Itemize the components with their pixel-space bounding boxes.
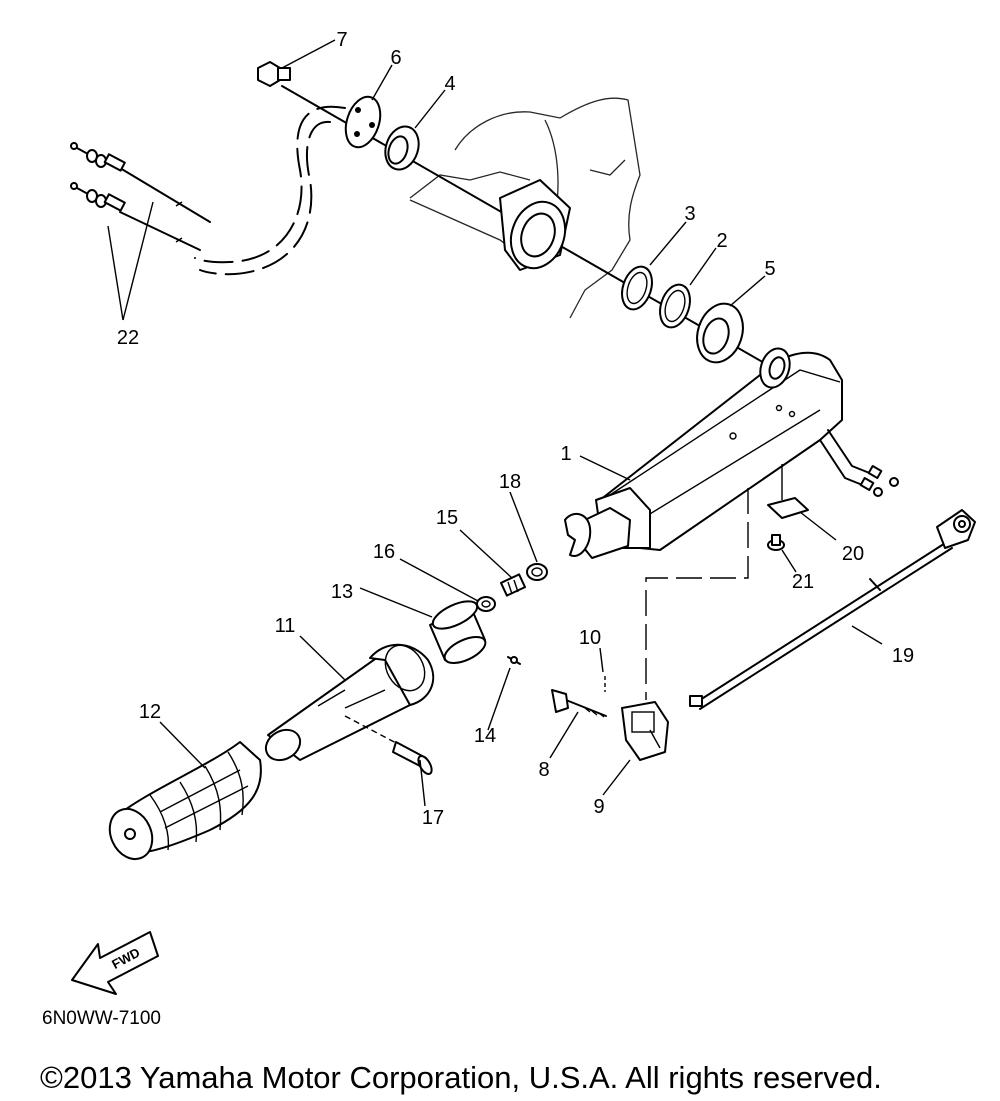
- ring-2: [659, 283, 691, 329]
- callout-20: 20: [842, 543, 864, 565]
- callout-1: 1: [560, 443, 571, 465]
- ring-3: [621, 265, 653, 311]
- throttle-grip: [108, 741, 262, 861]
- forward-direction-arrow: FWD: [71, 931, 159, 995]
- bushing-lower: [696, 302, 744, 364]
- washer-16: [476, 596, 496, 612]
- clamp-9: [621, 701, 669, 761]
- plate: [344, 95, 382, 149]
- steering-bracket-tube: [499, 179, 571, 271]
- throttle-cables: [70, 105, 346, 276]
- callout-14: 14: [474, 725, 496, 747]
- screw-17: [344, 715, 433, 776]
- callout-3: 3: [684, 203, 695, 225]
- callout-2: 2: [716, 230, 727, 252]
- copyright-notice: ©2013 Yamaha Motor Corporation, U.S.A. A…: [40, 1060, 882, 1095]
- leader-lines: [107, 39, 883, 807]
- callout-5: 5: [764, 258, 775, 280]
- callout-4: 4: [444, 73, 455, 95]
- grip-collar: [429, 600, 487, 664]
- callout-12: 12: [139, 701, 161, 723]
- shift-rod: [689, 509, 976, 710]
- callout-17: 17: [422, 807, 444, 829]
- callout-labels: 7 6 4 3 2 5 22 1 18 15 16 13 11 12 14 17…: [117, 29, 914, 829]
- callout-10: 10: [579, 627, 601, 649]
- callout-7: 7: [336, 29, 347, 51]
- engine-bracket-outline: [409, 97, 641, 319]
- steering-handle-arm: [564, 347, 899, 559]
- callout-19: 19: [892, 645, 914, 667]
- callout-6: 6: [390, 47, 401, 69]
- callout-11: 11: [275, 615, 296, 637]
- callout-13: 13: [331, 581, 353, 603]
- throttle-grip-sleeve: [264, 643, 435, 762]
- callout-21: 21: [792, 571, 814, 593]
- collar-18: [526, 563, 548, 581]
- callout-9: 9: [593, 796, 604, 818]
- cable-end-upper: [70, 142, 126, 172]
- callout-22: 22: [117, 327, 139, 349]
- callout-8: 8: [538, 759, 549, 781]
- plate-20: [767, 464, 809, 519]
- spring-15: [499, 573, 527, 597]
- callout-18: 18: [499, 471, 521, 493]
- bushing-upper: [384, 125, 420, 171]
- wing-bolt-8: [551, 689, 607, 718]
- screw-21: [767, 534, 785, 551]
- callout-16: 16: [373, 541, 395, 563]
- leader-line-9: [645, 488, 749, 700]
- pin-14: [507, 656, 521, 665]
- bolt: [257, 61, 291, 87]
- callout-15: 15: [436, 507, 458, 529]
- cable-end-lower: [70, 182, 126, 212]
- diagram-code: 6N0WW-7100: [42, 1008, 161, 1029]
